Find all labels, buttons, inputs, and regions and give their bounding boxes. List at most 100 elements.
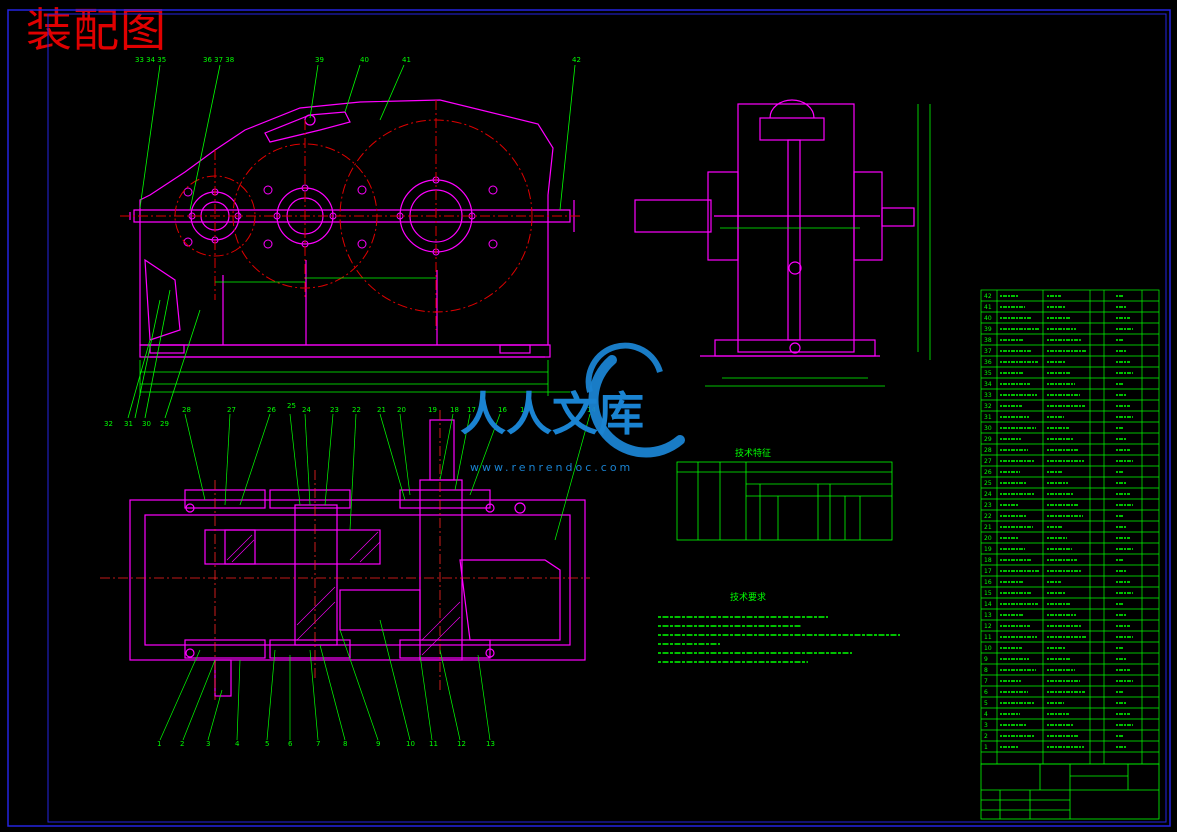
parts-list-number: 24 — [984, 491, 992, 498]
callout-plan-28: 28 — [182, 406, 191, 414]
parts-list-entries — [1000, 295, 1133, 748]
parts-list-number: 2 — [984, 733, 988, 740]
callout-front-8: 31 — [124, 420, 133, 428]
callout-plan-18: 18 — [450, 406, 459, 414]
callout-plan-11: 11 — [429, 740, 438, 748]
front-view-callouts: 33 34 35 36 37 38 39 40 41 42 32 31 30 2… — [104, 56, 581, 428]
front-view-dimensions — [127, 64, 576, 419]
callout-front-3: 39 — [315, 56, 324, 64]
callout-plan-5: 5 — [265, 740, 269, 748]
callout-front-1: 33 34 35 — [135, 56, 166, 64]
parts-list-number: 36 — [984, 359, 992, 366]
callout-front-2: 36 37 38 — [203, 56, 234, 64]
parts-list-number: 11 — [984, 634, 992, 641]
callout-front-4: 40 — [360, 56, 369, 64]
parts-list-number: 37 — [984, 348, 992, 355]
plan-view-leaders — [159, 413, 591, 741]
parts-list-number: 27 — [984, 458, 992, 465]
callout-front-7: 32 — [104, 420, 113, 428]
callout-plan-22: 22 — [352, 406, 361, 414]
plan-view-callouts: 28 27 26 25 24 23 22 21 20 19 18 17 16 1… — [157, 402, 596, 748]
parts-list-number: 34 — [984, 381, 992, 388]
inner-frame — [47, 13, 1167, 823]
parts-list-table — [980, 289, 1160, 765]
parts-list-number: 13 — [984, 612, 992, 619]
plan-view — [129, 419, 586, 697]
parts-list-number: 6 — [984, 689, 988, 696]
parts-list-number: 5 — [984, 700, 988, 707]
callout-plan-10: 10 — [406, 740, 415, 748]
watermark-text: 人人文库 — [460, 387, 644, 441]
watermark: 人人文库 www.renrendoc.com — [460, 342, 685, 474]
tech-requirements-title: 技术要求 — [730, 591, 766, 603]
callout-plan-25: 25 — [287, 402, 296, 410]
watermark-logo-swoosh — [588, 355, 685, 458]
title-block — [980, 763, 1160, 820]
parts-list-number: 8 — [984, 667, 988, 674]
callout-plan-13: 13 — [486, 740, 495, 748]
parts-list-number: 1 — [984, 744, 988, 751]
parts-list-number: 22 — [984, 513, 992, 520]
parts-list-number: 16 — [984, 579, 992, 586]
callout-plan-3: 3 — [206, 740, 210, 748]
callout-plan-24: 24 — [302, 406, 311, 414]
drawing-title: 装配图 — [26, 3, 167, 57]
callout-plan-6: 6 — [288, 740, 293, 748]
parts-list-number: 31 — [984, 414, 992, 421]
callout-plan-23: 23 — [330, 406, 339, 414]
parts-list-number: 20 — [984, 535, 992, 542]
watermark-url: www.renrendoc.com — [470, 461, 633, 474]
parts-list-number: 21 — [984, 524, 992, 531]
front-view-pitch-circles — [120, 100, 580, 330]
front-view — [129, 99, 575, 358]
callout-front-6: 42 — [572, 56, 581, 64]
parts-list-number: 15 — [984, 590, 992, 597]
parts-list-number: 35 — [984, 370, 992, 377]
callout-plan-4: 4 — [235, 740, 240, 748]
parts-list-number: 18 — [984, 557, 992, 564]
parts-list-number: 26 — [984, 469, 992, 476]
callout-front-10: 29 — [160, 420, 169, 428]
parts-list-number: 39 — [984, 326, 992, 333]
tech-requirements: 技术要求 — [658, 591, 900, 663]
parts-list-number: 41 — [984, 304, 992, 311]
parts-list-number: 42 — [984, 293, 992, 300]
tech-features-table: 技术特征 — [676, 447, 893, 541]
parts-list-number: 30 — [984, 425, 992, 432]
parts-list-number: 19 — [984, 546, 992, 553]
parts-list-number: 9 — [984, 656, 988, 663]
parts-list-number: 12 — [984, 623, 992, 630]
plan-view-hatching — [226, 531, 461, 656]
callout-plan-12: 12 — [457, 740, 466, 748]
outer-frame — [7, 9, 1171, 827]
parts-list-number: 10 — [984, 645, 992, 652]
plan-view-centerlines — [100, 410, 590, 700]
callout-plan-21: 21 — [377, 406, 386, 414]
callout-plan-20: 20 — [397, 406, 406, 414]
side-view-dimensions — [705, 104, 931, 387]
callout-plan-26: 26 — [267, 406, 276, 414]
parts-list-number: 3 — [984, 722, 988, 729]
callout-plan-27: 27 — [227, 406, 236, 414]
parts-list-numbers: 4241403938373635343332313029282726252423… — [984, 293, 992, 751]
parts-list-number: 14 — [984, 601, 992, 608]
parts-list-number: 38 — [984, 337, 992, 344]
callout-plan-17: 17 — [467, 406, 476, 414]
callout-plan-9: 9 — [376, 740, 380, 748]
callout-plan-15: 15 — [520, 406, 529, 414]
callout-plan-7: 7 — [316, 740, 320, 748]
parts-list-number: 7 — [984, 678, 988, 685]
parts-list-number: 32 — [984, 403, 992, 410]
parts-list-number: 25 — [984, 480, 992, 487]
callout-plan-19: 19 — [428, 406, 437, 414]
parts-list-number: 40 — [984, 315, 992, 322]
parts-list-number: 4 — [984, 711, 988, 718]
callout-front-5: 41 — [402, 56, 411, 64]
parts-list-number: 23 — [984, 502, 992, 509]
callout-plan-1: 1 — [157, 740, 161, 748]
callout-plan-8: 8 — [343, 740, 347, 748]
tech-features-title: 技术特征 — [735, 447, 771, 459]
parts-list-number: 29 — [984, 436, 992, 443]
parts-list-number: 17 — [984, 568, 992, 575]
